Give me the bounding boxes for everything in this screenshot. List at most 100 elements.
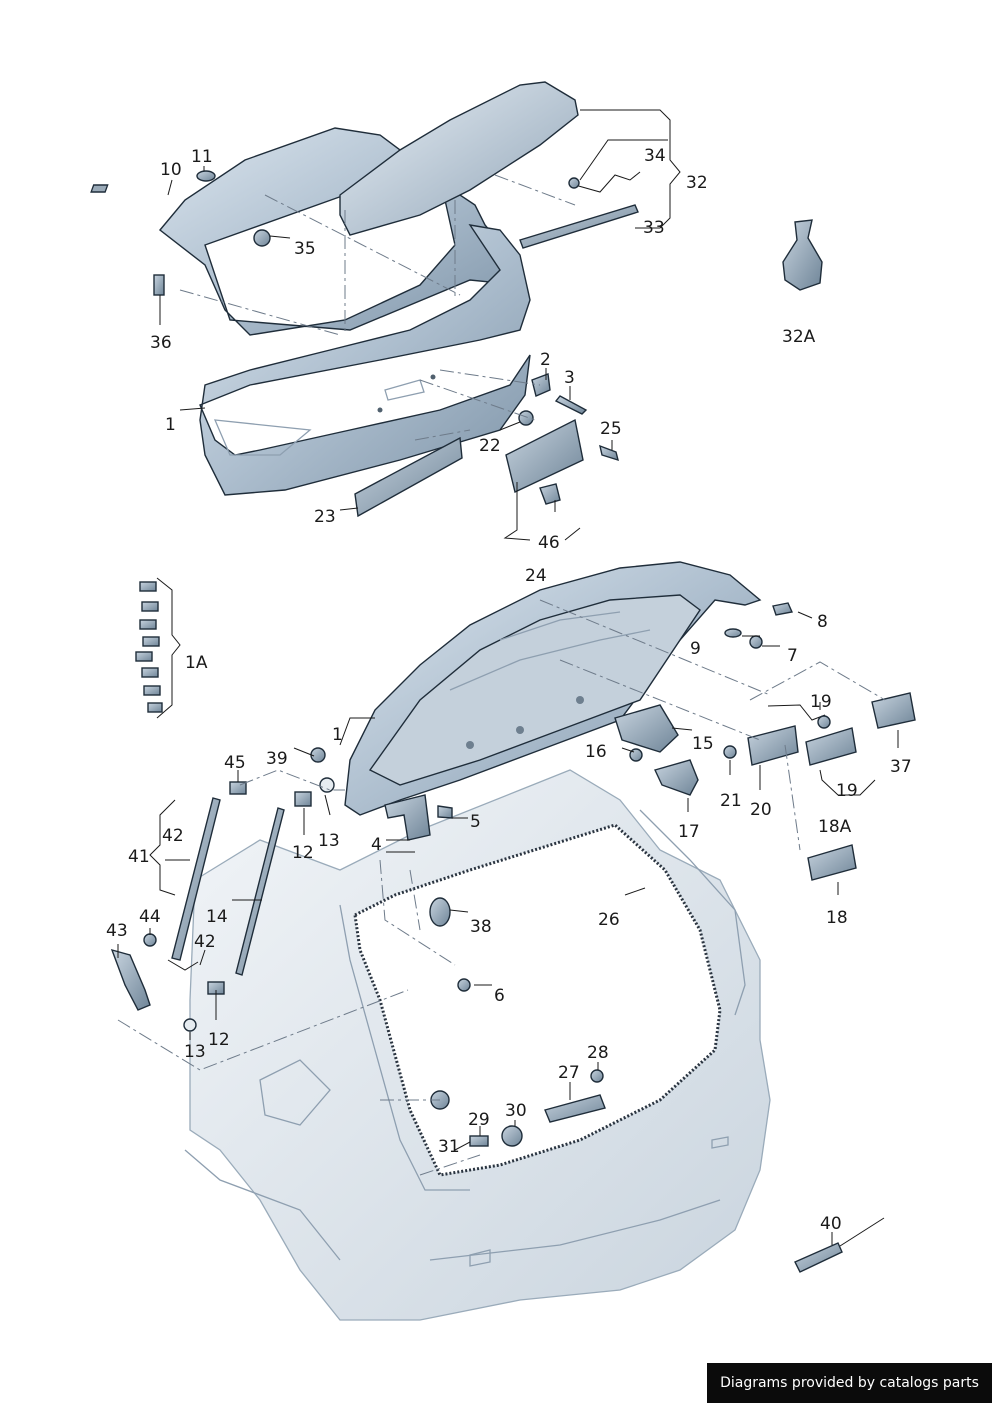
label-44: 44 xyxy=(139,907,161,927)
label-13-upper: 13 xyxy=(318,831,340,851)
ball-stud-12 xyxy=(294,791,312,807)
label-25: 25 xyxy=(600,419,622,439)
leader-lines xyxy=(117,109,899,1245)
screw-25 xyxy=(599,444,619,462)
label-1a: 1A xyxy=(185,653,208,673)
strut-14 xyxy=(235,807,285,976)
label-46: 46 xyxy=(538,533,560,553)
cap-9 xyxy=(724,628,742,638)
tailgate-outer xyxy=(158,127,531,496)
label-21: 21 xyxy=(720,791,742,811)
label-42-lower: 42 xyxy=(194,932,216,952)
pin-3 xyxy=(554,395,588,415)
part-35 xyxy=(253,229,271,247)
label-20: 20 xyxy=(750,800,772,820)
rear-window-glass xyxy=(339,81,579,236)
label-16: 16 xyxy=(585,742,607,762)
clip-46 xyxy=(539,483,561,505)
plug-38 xyxy=(429,897,451,927)
label-1-top: 1 xyxy=(165,415,176,435)
label-35: 35 xyxy=(294,239,316,259)
label-33: 33 xyxy=(643,218,665,238)
label-36: 36 xyxy=(150,333,172,353)
bolt-22 xyxy=(518,410,534,426)
label-18: 18 xyxy=(826,908,848,928)
label-43: 43 xyxy=(106,921,128,941)
cover-17 xyxy=(654,759,699,796)
bolt-39 xyxy=(310,747,326,763)
label-4: 4 xyxy=(371,835,382,855)
label-17: 17 xyxy=(678,822,700,842)
callout-labels: 10 11 35 36 1 34 32 33 32A 2 3 25 22 23 … xyxy=(106,146,912,1234)
bracket-43 xyxy=(110,948,151,1011)
striker-27 xyxy=(544,1094,606,1123)
label-30: 30 xyxy=(505,1101,527,1121)
brake-light-strip xyxy=(519,204,639,249)
label-19-upper: 19 xyxy=(810,692,832,712)
screw-34 xyxy=(568,177,580,189)
label-29: 29 xyxy=(468,1110,490,1130)
label-24: 24 xyxy=(525,566,547,586)
label-12-lower: 12 xyxy=(208,1030,230,1050)
credit-banner: Diagrams provided by catalogs parts xyxy=(707,1363,992,1403)
label-28: 28 xyxy=(587,1043,609,1063)
bolt-set-1a xyxy=(135,581,163,713)
lamp-18 xyxy=(807,844,857,881)
stop-7 xyxy=(749,635,763,649)
handle-20 xyxy=(747,725,799,766)
plate-23 xyxy=(354,436,463,518)
bumper-8 xyxy=(772,602,793,616)
label-13-lower: 13 xyxy=(184,1042,206,1062)
label-23: 23 xyxy=(314,507,336,527)
label-26: 26 xyxy=(598,910,620,930)
socket-19 xyxy=(817,715,831,729)
label-40: 40 xyxy=(820,1214,842,1234)
bumper-29 xyxy=(469,1135,489,1147)
label-31: 31 xyxy=(438,1137,460,1157)
label-39: 39 xyxy=(266,749,288,769)
label-10: 10 xyxy=(160,160,182,180)
strut-41 xyxy=(171,797,221,961)
label-37: 37 xyxy=(890,757,912,777)
lamp-19 xyxy=(805,727,857,766)
label-5: 5 xyxy=(470,812,481,832)
label-7: 7 xyxy=(787,646,798,666)
label-32a: 32A xyxy=(782,327,816,347)
cable-42 xyxy=(167,959,199,971)
wiring-34 xyxy=(574,171,641,193)
label-2: 2 xyxy=(540,350,551,370)
label-42-upper: 42 xyxy=(162,826,184,846)
label-14: 14 xyxy=(206,907,228,927)
label-6: 6 xyxy=(494,986,505,1006)
label-34: 34 xyxy=(644,146,666,166)
label-38: 38 xyxy=(470,917,492,937)
washer-13 xyxy=(319,777,335,793)
label-3: 3 xyxy=(564,368,575,388)
label-27: 27 xyxy=(558,1063,580,1083)
tool-40-tip xyxy=(839,1217,885,1247)
label-32: 32 xyxy=(686,173,708,193)
label-41: 41 xyxy=(128,847,150,867)
lock-15 xyxy=(614,704,679,753)
nut-6 xyxy=(457,978,471,992)
label-18a: 18A xyxy=(818,817,852,837)
wiring-19 xyxy=(767,704,826,721)
bolt-5 xyxy=(437,805,453,819)
tool-40 xyxy=(794,1242,843,1273)
label-11: 11 xyxy=(191,147,213,167)
bolt-44 xyxy=(143,933,157,947)
tailgate-inner xyxy=(344,561,762,816)
part-10 xyxy=(90,184,109,193)
part-11 xyxy=(196,170,216,182)
nut-21 xyxy=(723,745,737,759)
label-19-lower: 19 xyxy=(836,781,858,801)
car-rear-body xyxy=(184,769,771,1321)
lamp-37 xyxy=(871,692,916,729)
label-15: 15 xyxy=(692,734,714,754)
plate-holder-46 xyxy=(505,418,584,493)
plug-30 xyxy=(501,1125,523,1147)
part-bag-32a xyxy=(782,219,823,291)
label-9: 9 xyxy=(690,639,701,659)
nut-28 xyxy=(590,1069,604,1083)
label-45: 45 xyxy=(224,753,246,773)
